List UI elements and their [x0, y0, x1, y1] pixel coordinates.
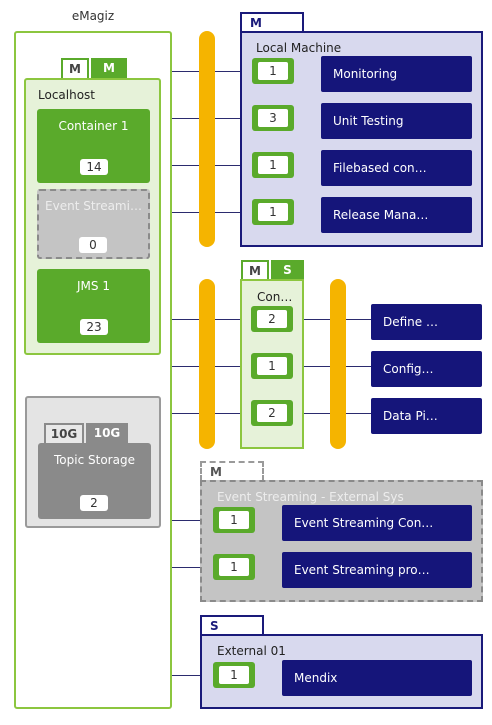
flow-count-box[interactable]: 1 — [252, 58, 294, 84]
localhost-tab-m-active[interactable]: M — [91, 58, 127, 78]
container-title: JMS 1 — [77, 279, 110, 293]
connector-count-box[interactable]: 1 — [251, 353, 293, 379]
connector-line — [172, 520, 214, 521]
flow-monitoring[interactable]: Monitoring — [321, 56, 472, 92]
local-machine-title: Local Machine — [256, 41, 342, 55]
connector-count-box[interactable]: 2 — [251, 306, 293, 332]
flow-count: 1 — [219, 666, 249, 684]
flow-count: 1 — [258, 203, 288, 221]
flow-count-box[interactable]: 1 — [252, 199, 294, 225]
topic-tab-10g[interactable]: 10G — [44, 423, 84, 443]
event-streaming-tab[interactable]: M — [200, 461, 264, 481]
local-machine-tab[interactable]: M — [240, 12, 304, 32]
flow-count: 1 — [219, 511, 249, 529]
external-tab[interactable]: S — [200, 615, 264, 635]
container-count: 14 — [80, 159, 108, 175]
connector-line — [172, 567, 214, 568]
bus-bar — [199, 279, 215, 449]
bus-bar — [330, 279, 346, 449]
flow-event-streaming-producer[interactable]: Event Streaming pro… — [282, 552, 472, 588]
flow-count-box[interactable]: 1 — [213, 554, 255, 580]
emagiz-title: eMagiz — [71, 9, 115, 23]
localhost-label: Localhost — [38, 88, 96, 102]
container-1[interactable]: Container 1 14 — [37, 109, 150, 183]
topic-storage-count: 2 — [80, 495, 108, 511]
flow-unit-testing[interactable]: Unit Testing — [321, 103, 472, 139]
connector-count: 2 — [257, 310, 287, 328]
flow-count: 1 — [219, 558, 249, 576]
flow-define[interactable]: Define … — [371, 304, 482, 340]
container-count: 0 — [79, 237, 107, 253]
flow-filebased[interactable]: Filebased con… — [321, 150, 472, 186]
topic-storage-box: 10G 10G Topic Storage 2 — [25, 396, 161, 528]
flow-count-box[interactable]: 3 — [252, 105, 294, 131]
localhost-box: Localhost Container 1 14 Event Streami… … — [24, 78, 161, 355]
topic-storage[interactable]: Topic Storage 2 — [38, 443, 151, 519]
connector-count: 2 — [257, 404, 287, 422]
flow-count: 3 — [258, 109, 288, 127]
bus-bar — [199, 31, 215, 247]
localhost-tab-m[interactable]: M — [61, 58, 89, 78]
flow-release-management[interactable]: Release Mana… — [321, 197, 472, 233]
topic-tab-10g-active[interactable]: 10G — [86, 423, 128, 443]
flow-event-streaming-consumer[interactable]: Event Streaming Con… — [282, 505, 472, 541]
container-count: 23 — [80, 319, 108, 335]
connector-tab-m[interactable]: M — [241, 260, 269, 280]
flow-count-box[interactable]: 1 — [252, 152, 294, 178]
flow-count: 1 — [258, 62, 288, 80]
topic-storage-label: Topic Storage — [54, 453, 135, 467]
flow-count-box[interactable]: 1 — [213, 507, 255, 533]
event-streaming-title: Event Streaming - External Sys — [217, 490, 404, 504]
connector-count-box[interactable]: 2 — [251, 400, 293, 426]
connector-count: 1 — [257, 357, 287, 375]
container-title: Container 1 — [58, 119, 129, 133]
flow-config[interactable]: Config… — [371, 351, 482, 387]
flow-count-box[interactable]: 1 — [213, 662, 255, 688]
flow-data-pipeline[interactable]: Data Pi… — [371, 398, 482, 434]
connector-line — [172, 675, 214, 676]
container-event-streaming[interactable]: Event Streami… 0 — [37, 189, 150, 259]
flow-count: 1 — [258, 156, 288, 174]
container-title: Event Streami… — [45, 199, 142, 213]
external-title: External 01 — [217, 644, 286, 658]
connector-title: Con… — [257, 290, 293, 304]
connector-tab-s[interactable]: S — [271, 260, 304, 280]
container-jms-1[interactable]: JMS 1 23 — [37, 269, 150, 343]
flow-mendix[interactable]: Mendix — [282, 660, 472, 696]
